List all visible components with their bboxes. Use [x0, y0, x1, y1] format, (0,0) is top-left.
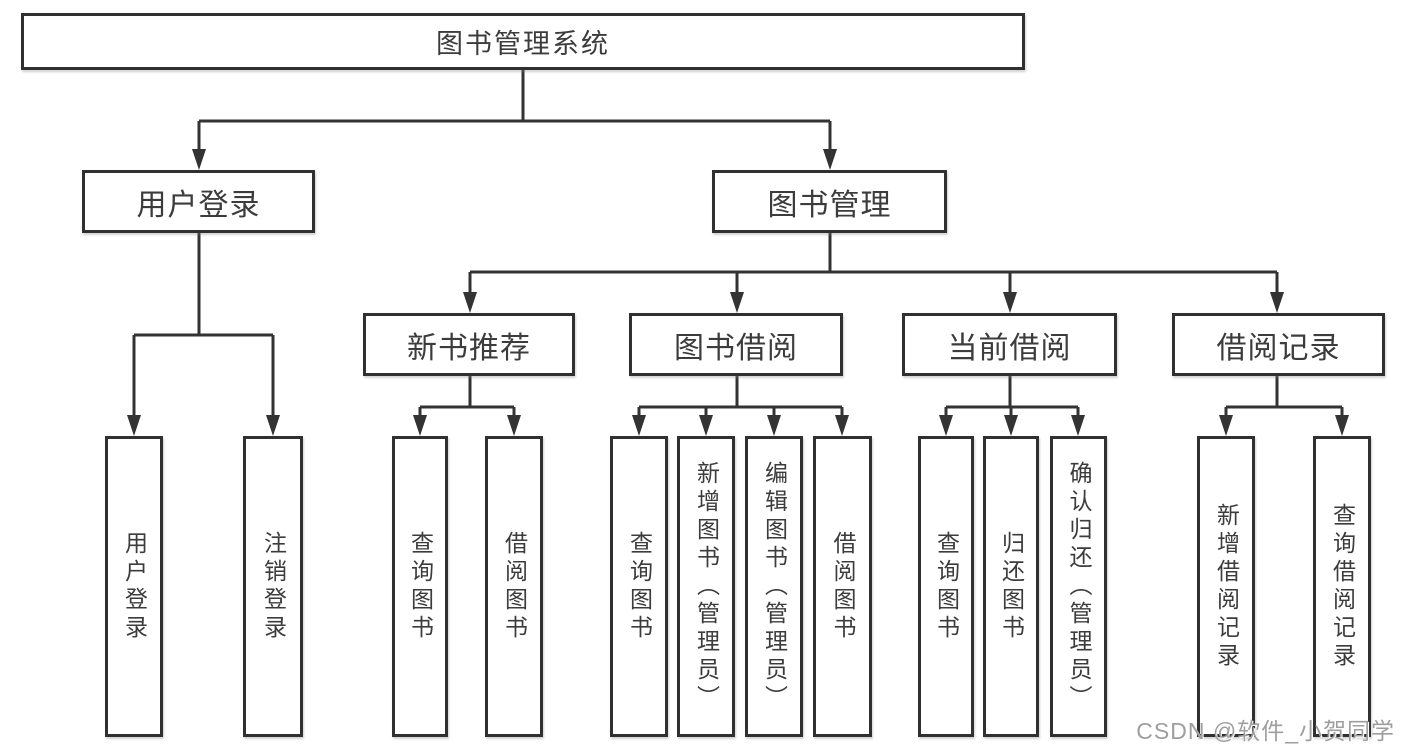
leaf-current-query-books: 查询图书	[918, 436, 974, 737]
connector-borrowing-records-to-children	[1224, 376, 1344, 418]
leaf-recommend-borrow-books: 借阅图书	[485, 436, 543, 737]
node-borrowing-records-label: 借阅记录	[1216, 331, 1341, 365]
leaf-recommend-query-books: 查询图书	[392, 436, 448, 737]
connector-user-login-to-children	[132, 233, 275, 418]
connector-root-to-level2	[197, 70, 832, 150]
leaf-recommend-query-books-label: 查询图书	[407, 530, 434, 643]
node-new-book-recommendation-label: 新书推荐	[407, 331, 531, 365]
node-current-borrowing-label: 当前借阅	[947, 331, 1072, 365]
leaf-edit-book-admin-label: 编辑图书（管理员）	[761, 460, 788, 713]
node-book-management: 图书管理	[712, 170, 947, 233]
node-borrowing-records: 借阅记录	[1172, 313, 1385, 376]
leaf-add-borrowing-record-label: 新增借阅记录	[1213, 502, 1240, 671]
node-current-borrowing: 当前借阅	[902, 313, 1117, 376]
leaf-user-login-label: 用户登录	[121, 530, 148, 643]
leaf-borrowing-borrow-books: 借阅图书	[813, 436, 872, 737]
node-library-management-system: 图书管理系统	[21, 13, 1025, 70]
leaf-add-book-admin: 新增图书（管理员）	[677, 436, 735, 737]
leaf-logout: 注销登录	[243, 436, 303, 737]
leaf-add-book-admin-label: 新增图书（管理员）	[693, 460, 720, 713]
node-user-login: 用户登录	[82, 170, 315, 233]
leaf-query-borrowing-record: 查询借阅记录	[1313, 436, 1371, 737]
leaf-recommend-borrow-books-label: 借阅图书	[501, 530, 528, 643]
leaf-confirm-return-admin: 确认归还（管理员）	[1050, 436, 1107, 737]
leaf-edit-book-admin: 编辑图书（管理员）	[745, 436, 803, 737]
node-book-management-label: 图书管理	[767, 188, 892, 222]
node-new-book-recommendation: 新书推荐	[363, 313, 575, 376]
arrowheads	[127, 149, 1349, 436]
node-user-login-label: 用户登录	[136, 188, 261, 222]
connector-new-book-to-children	[418, 376, 516, 418]
node-book-borrowing: 图书借阅	[629, 313, 843, 376]
leaf-return-books-label: 归还图书	[998, 530, 1025, 643]
leaf-current-query-books-label: 查询图书	[933, 530, 960, 643]
leaf-logout-label: 注销登录	[260, 530, 287, 643]
leaf-return-books: 归还图书	[983, 436, 1039, 737]
leaf-add-borrowing-record: 新增借阅记录	[1197, 436, 1255, 737]
node-library-management-system-label: 图书管理系统	[436, 29, 610, 59]
leaf-borrowing-borrow-books-label: 借阅图书	[830, 530, 856, 643]
leaf-user-login: 用户登录	[105, 436, 163, 737]
node-book-borrowing-label: 图书借阅	[674, 331, 798, 365]
leaf-confirm-return-admin-label: 确认归还（管理员）	[1066, 460, 1092, 713]
connector-book-management-to-level3	[468, 233, 1279, 295]
leaf-query-borrowing-record-label: 查询借阅记录	[1329, 502, 1356, 671]
csdn-watermark: CSDN @软件_小贺同学	[1136, 718, 1395, 744]
connector-current-borrowing-to-children	[944, 376, 1080, 418]
connector-book-borrowing-to-children	[637, 376, 844, 418]
leaf-borrowing-query-books: 查询图书	[610, 436, 668, 737]
leaf-borrowing-query-books-label: 查询图书	[626, 530, 653, 643]
